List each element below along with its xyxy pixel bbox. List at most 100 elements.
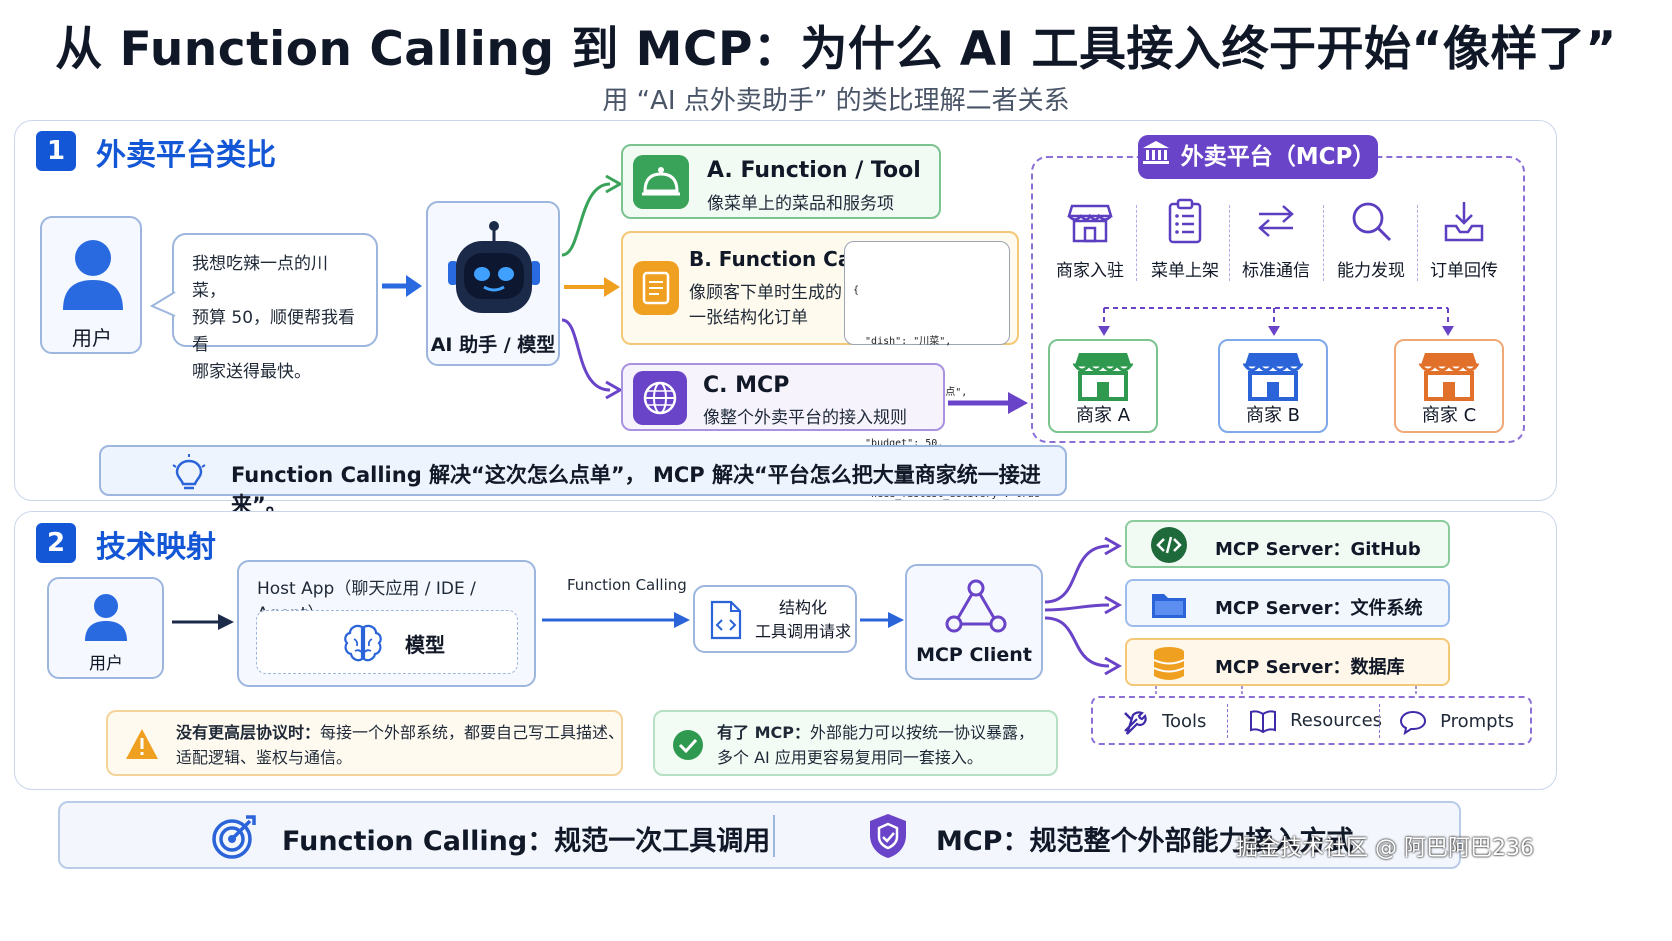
- user-card: 用户: [40, 216, 142, 354]
- inbox-download-icon: [1444, 202, 1484, 242]
- user-label: 用户: [89, 654, 123, 674]
- page-subtitle: 用 “AI 点外卖助手” 的类比理解二者关系: [602, 86, 1070, 116]
- merchant-b: 商家 B: [1218, 339, 1328, 433]
- warning-text-2: 适配逻辑、鉴权与通信。: [176, 748, 353, 767]
- server-label: MCP Server：文件系统: [1215, 598, 1423, 619]
- mcp-primitives: Tools Resources Prompts: [1091, 696, 1532, 745]
- merchant-a: 商家 A: [1048, 339, 1158, 433]
- merchant-label: 商家 C: [1421, 405, 1477, 426]
- user-label: 用户: [72, 326, 112, 350]
- section-1-title: 外卖平台类比: [96, 138, 276, 173]
- capability-item: 订单回传: [1429, 198, 1499, 281]
- footer-divider: [773, 815, 775, 857]
- capability-item: 商家入驻: [1055, 198, 1125, 281]
- capability-label: 菜单上架: [1151, 261, 1219, 281]
- user-icon: [63, 240, 123, 310]
- store-icon: [1243, 353, 1303, 401]
- page-title: 从 Function Calling 到 MCP：为什么 AI 工具接入终于开始…: [55, 22, 1617, 77]
- server-label: MCP Server：数据库: [1215, 657, 1405, 678]
- capability-label: 商家入驻: [1056, 261, 1124, 281]
- capability-item: 标准通信: [1241, 198, 1311, 281]
- user-request-bubble: 我想吃辣一点的川菜， 预算 50，顺便帮我看看 哪家送得最快。: [172, 233, 378, 382]
- check-circle-icon: [673, 730, 703, 760]
- section-2-title: 技术映射: [96, 530, 216, 565]
- target-icon: [212, 815, 256, 859]
- host-app: Host App（聊天应用 / IDE / Agent） 模型: [237, 560, 536, 687]
- section-2-number: 2: [36, 523, 76, 563]
- order-receipt-icon: [633, 261, 679, 315]
- capability-label: 标准通信: [1242, 261, 1310, 281]
- summary-footer: Function Calling：规范一次工具调用 MCP：规范整个外部能力接入…: [58, 801, 1461, 869]
- option-a-subtitle: 像菜单上的菜品和服务项: [707, 194, 894, 214]
- warning-text: 每接一个外部系统，都要自己写工具描述、: [320, 723, 625, 742]
- user-card-2: 用户: [47, 577, 164, 679]
- store-icon: [1419, 353, 1479, 401]
- arrow-to-assistant: [382, 275, 422, 297]
- capability-label: 订单回传: [1430, 261, 1498, 281]
- merchant-label: 商家 B: [1245, 405, 1301, 426]
- primitive-label: Tools: [1162, 710, 1207, 732]
- footer-right-text: MCP：规范整个外部能力接入方式: [936, 826, 1354, 857]
- json-line: "budget": 50,: [853, 438, 944, 449]
- globe-icon: [633, 371, 687, 425]
- option-b-subtitle-2: 一张结构化订单: [689, 308, 808, 328]
- benefit-note: 有了 MCP：外部能力可以按统一协议暴露， 多个 AI 应用更容易复用同一套接入…: [653, 710, 1058, 776]
- merchant-c: 商家 C: [1394, 339, 1504, 433]
- bubble-tail: [150, 291, 176, 317]
- bank-icon: [1141, 136, 1171, 180]
- brain-icon: [344, 624, 382, 662]
- watermark: 掘金技术社区 @ 阿巴阿巴236: [1236, 836, 1534, 861]
- primitive-tools: Tools: [1121, 709, 1206, 735]
- bubble-line: 哪家送得最快。: [192, 362, 311, 382]
- capability-divider: [1229, 205, 1230, 281]
- client-branch-arrows: [1044, 536, 1123, 676]
- warning-icon: [126, 729, 158, 759]
- code-icon: [1151, 527, 1187, 563]
- json-line: {: [853, 285, 860, 296]
- primitive-divider: [1227, 704, 1228, 738]
- option-b-subtitle-1: 像顾客下单时生成的: [689, 283, 842, 303]
- mcp-server-database: MCP Server：数据库: [1125, 638, 1450, 686]
- capability-divider: [1136, 205, 1137, 281]
- option-a-function-tool: A. Function / Tool 像菜单上的菜品和服务项: [621, 144, 941, 219]
- capability-divider: [1417, 205, 1418, 281]
- mcp-server-filesystem: MCP Server：文件系统: [1125, 579, 1450, 627]
- capability-item: 能力发现: [1336, 198, 1406, 281]
- server-label: MCP Server：GitHub: [1215, 539, 1421, 560]
- tools-icon: [1124, 711, 1147, 735]
- function-calling-label: Function Calling: [567, 576, 687, 594]
- footer-left-text: Function Calling：规范一次工具调用: [282, 826, 771, 857]
- structured-line: 工具调用请求: [754, 622, 851, 641]
- primitive-divider: [1379, 704, 1380, 738]
- merchant-connectors: [1098, 307, 1454, 336]
- merchant-label: 商家 A: [1075, 405, 1131, 426]
- clipboard-list-icon: [1168, 198, 1202, 244]
- ai-assistant-card: AI 助手 / 模型: [426, 201, 560, 366]
- assistant-branch-arrows: [561, 174, 622, 400]
- benefit-bold: 有了 MCP：: [717, 723, 810, 742]
- store-icon: [1073, 353, 1133, 401]
- section-1-number: 1: [36, 131, 76, 171]
- warning-note: 没有更高层协议时：每接一个外部系统，都要自己写工具描述、 适配逻辑、鉴权与通信。: [106, 710, 625, 776]
- assistant-label: AI 助手 / 模型: [430, 334, 556, 356]
- structured-request-label: 结构化 工具调用请求: [751, 596, 855, 644]
- option-b-function-calling: B. Function Calling 像顾客下单时生成的 一张结构化订单 { …: [621, 231, 1040, 551]
- folder-icon: [1152, 594, 1186, 618]
- swap-arrows-icon: [1258, 205, 1294, 237]
- store-icon: [1067, 204, 1113, 243]
- arrow-to-platform: [948, 392, 1028, 414]
- primitive-label: Prompts: [1440, 710, 1515, 732]
- arrow-to-host: [172, 614, 234, 630]
- shield-icon: [870, 814, 906, 858]
- book-icon: [1250, 710, 1276, 734]
- arrow-to-client: [860, 612, 904, 628]
- cloche-icon: [633, 155, 689, 209]
- chat-icon: [1399, 710, 1427, 736]
- option-a-title: A. Function / Tool: [707, 158, 921, 183]
- warning-bold: 没有更高层协议时：: [176, 723, 321, 742]
- primitive-label: Resources: [1290, 709, 1383, 731]
- benefit-text-2: 多个 AI 应用更容易复用同一套接入。: [717, 748, 983, 767]
- capability-divider: [1323, 205, 1324, 281]
- capability-item: 菜单上架: [1150, 198, 1220, 281]
- network-icon: [945, 579, 1007, 633]
